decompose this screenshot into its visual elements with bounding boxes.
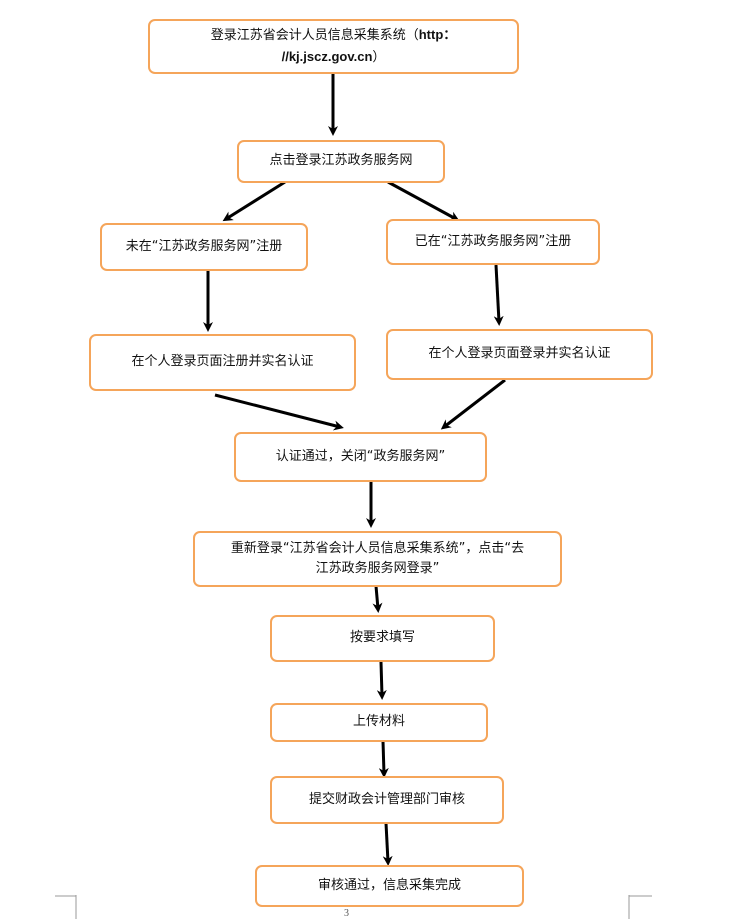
node-click-gov: 点击登录江苏政务服务网	[237, 140, 445, 183]
node-login-verify: 在个人登录页面登录并实名认证	[386, 329, 653, 380]
crop-mark-right	[628, 895, 652, 919]
arrow-upload-to-submit	[378, 740, 389, 778]
arrow-login-to-verified	[440, 378, 506, 430]
node-registered: 已在“江苏政务服务网”注册	[386, 219, 600, 265]
arrow-click-to-not-registered	[222, 180, 286, 222]
arrow-registered-to-login	[493, 264, 504, 326]
crop-mark-left	[55, 895, 77, 919]
node-not-registered: 未在“江苏政务服务网”注册	[100, 223, 308, 271]
node-relogin: 重新登录“江苏省会计人员信息采集系统”，点击“去 江苏政务服务网登录”	[193, 531, 562, 587]
arrow-register-to-verified	[214, 393, 344, 431]
arrow-relogin-to-fill	[372, 585, 383, 613]
node-upload: 上传材料	[270, 703, 488, 742]
node-login-system: 登录江苏省会计人员信息采集系统（http： //kj.jscz.gov.cn）	[148, 19, 519, 74]
node-register-verify: 在个人登录页面注册并实名认证	[89, 334, 356, 391]
arrow-fill-to-upload	[376, 661, 387, 700]
node-fill-in: 按要求填写	[270, 615, 495, 662]
node-submit-review: 提交财政会计管理部门审核	[270, 776, 504, 824]
arrow-submit-to-complete	[382, 822, 393, 866]
node-verified-close: 认证通过，关闭“政务服务网”	[234, 432, 487, 482]
arrow-click-to-registered	[387, 180, 460, 221]
node-complete: 审核通过，信息采集完成	[255, 865, 524, 907]
page-number: 3	[344, 908, 349, 919]
